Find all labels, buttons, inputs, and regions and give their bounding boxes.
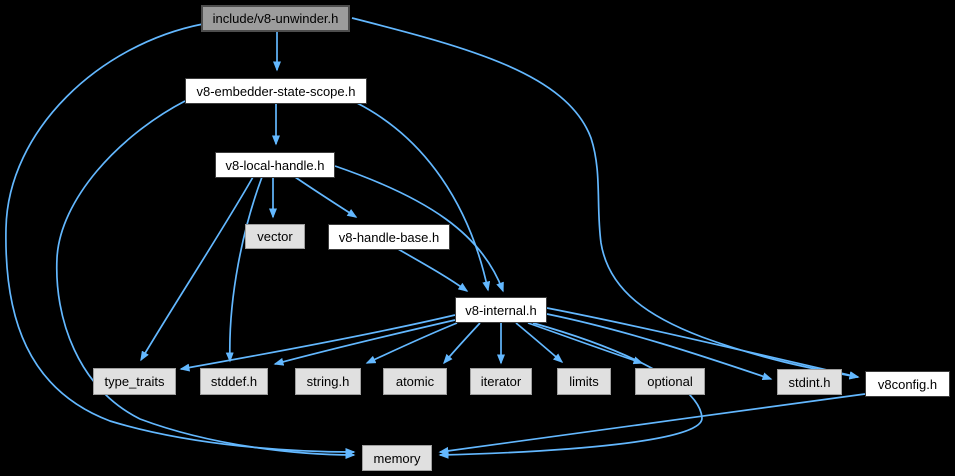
graph-node-atomic: atomic [383,368,447,395]
edge-internal-to-typetraits [179,314,456,372]
edge-local-to-internal [334,165,504,293]
edge-internal-to-optional [527,322,644,365]
graph-node-type-traits: type_traits [93,368,176,395]
edge-internal-to-atomic [443,322,481,365]
graph-node-memory: memory [362,445,432,471]
graph-node-limits: limits [557,368,611,395]
graph-node-vector: vector [245,224,305,249]
edge-local-to-typetraits [140,176,254,362]
graph-node-stddef: stddef.h [200,368,268,395]
edge-local-to-handlebase [294,176,358,218]
edge-internal-to-v8config [546,307,860,380]
edge-unwinder-to-v8config [351,17,860,380]
graph-node-v8config[interactable]: v8config.h [865,371,950,397]
edge-handlebase-to-internal [397,248,469,292]
graph-node-v8-handle-base[interactable]: v8-handle-base.h [328,224,450,250]
graph-node-optional: optional [635,368,705,395]
edge-internal-to-stddef [273,319,456,366]
graph-node-v8-unwinder: include/v8-unwinder.h [201,5,350,32]
graph-node-v8-local-handle[interactable]: v8-local-handle.h [215,152,335,178]
edge-embedder-to-internal [356,102,491,292]
graph-node-stdint: stdint.h [777,369,842,395]
graph-node-v8-embedder-state-scope[interactable]: v8-embedder-state-scope.h [185,78,367,104]
graph-node-string: string.h [295,368,361,395]
graph-node-iterator: iterator [470,368,532,395]
edge-embedder-to-memory [55,100,356,459]
edge-unwinder-to-memory [5,23,356,456]
edge-internal-to-string [365,322,458,364]
graph-node-v8-internal[interactable]: v8-internal.h [455,297,547,323]
edge-internal-to-stdint [546,313,773,381]
edge-internal-to-limits [515,322,564,363]
edge-local-to-stddef [225,176,263,363]
edge-v8config-to-memory [438,393,866,455]
edge-internal-to-memory [438,322,703,459]
